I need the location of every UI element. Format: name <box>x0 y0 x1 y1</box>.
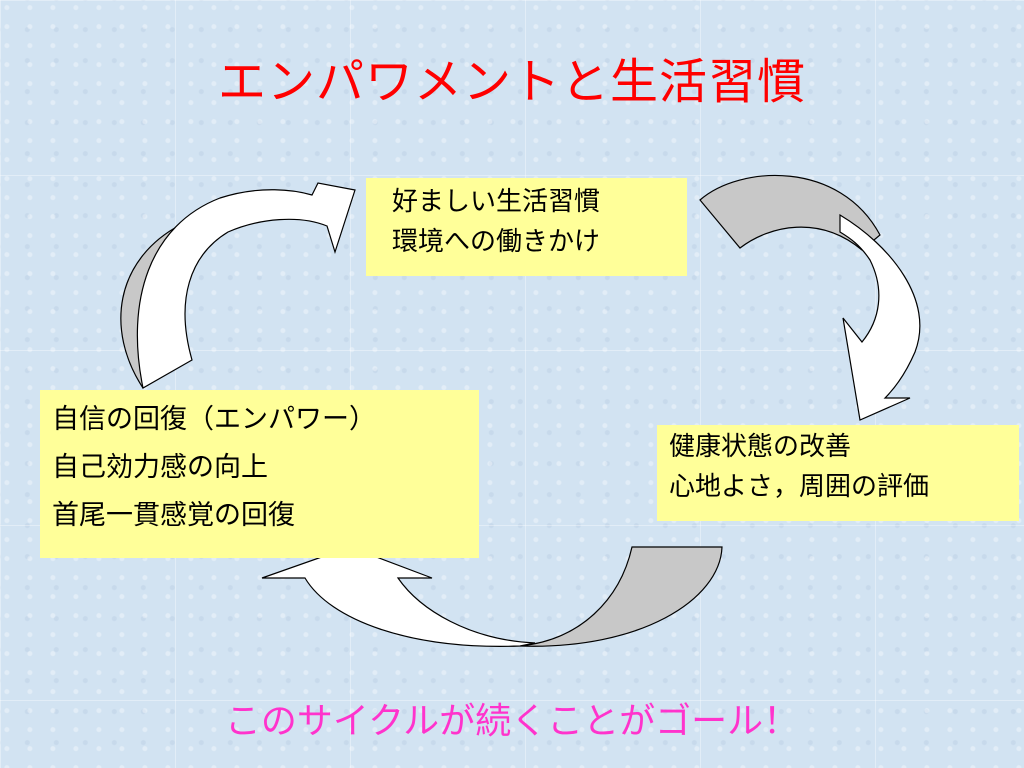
arrow-left-to-top <box>120 182 356 389</box>
slide-title: エンパワメントと生活習慣 <box>217 54 806 110</box>
box-left-line-1: 自信の回復（エンパワー） <box>52 404 376 435</box>
box-left-line-2: 自己効力感の向上 <box>52 452 268 483</box>
box-top-line-2: 環境への働きかけ <box>392 227 601 257</box>
footer-goal-text: このサイクルが続くことがゴール！ <box>224 701 800 742</box>
box-top-line-1: 好ましい生活習慣 <box>392 187 601 217</box>
box-empowerment: 自信の回復（エンパワー） 自己効力感の向上 首尾一貫感覚の回復 <box>40 390 479 558</box>
box-healthy-habits: 好ましい生活習慣 環境への働きかけ <box>366 178 687 276</box>
box-health-improvement: 健康状態の改善 心地よさ，周囲の評価 <box>657 425 1019 521</box>
box-right-line-1: 健康状態の改善 <box>669 432 852 462</box>
arrow-top-to-right <box>699 174 921 421</box>
arrow-right-to-left <box>261 546 723 647</box>
box-left-line-3: 首尾一貫感覚の回復 <box>52 500 295 531</box>
box-right-line-2: 心地よさ，周囲の評価 <box>669 472 930 502</box>
